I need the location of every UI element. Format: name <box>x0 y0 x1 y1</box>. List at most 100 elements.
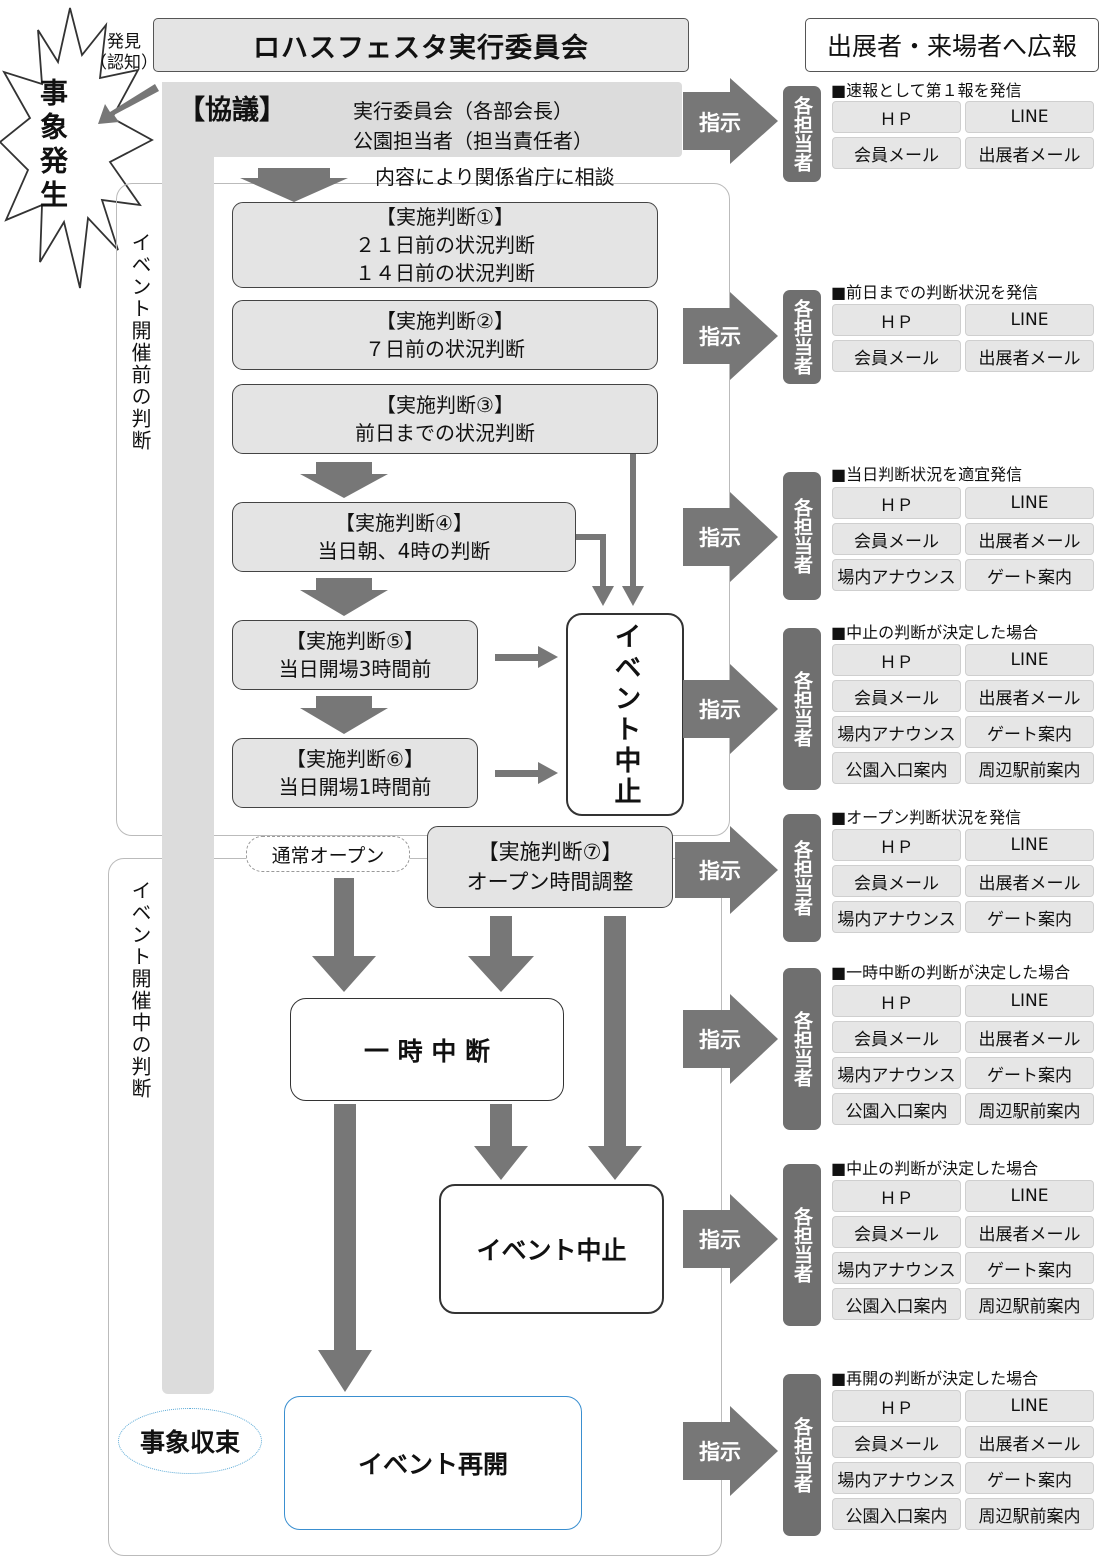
consult-bar <box>162 82 214 1394</box>
judgment-3-title: 【実施判断③】 <box>376 393 514 417</box>
arrow-j5-cancel-head <box>538 646 558 668</box>
judgment-3: 【実施判断③】 前日までの状況判断 <box>232 384 658 454</box>
consult-title: 【協議】 <box>178 95 286 126</box>
s4-hp: ＨＰ <box>832 644 961 676</box>
section-2-title: ■前日までの判断状況を発信 <box>831 283 1039 302</box>
instruct-arrow-3 <box>683 492 778 582</box>
s3-gate: ゲート案内 <box>965 559 1094 591</box>
s7-member-mail: 会員メール <box>832 1216 961 1248</box>
judgment-2: 【実施判断②】 ７日前の状況判断 <box>232 300 658 370</box>
responsible-tab-2-label: 各担当者 <box>791 299 813 375</box>
responsible-tab-2: 各担当者 <box>783 290 821 384</box>
responsible-tab-8-label: 各担当者 <box>791 1417 813 1493</box>
arrow-j6-cancel-shaft <box>495 770 541 777</box>
s5-line: LINE <box>965 829 1094 861</box>
s1-member-mail: 会員メール <box>832 137 961 169</box>
responsible-tab-5-label: 各担当者 <box>791 840 813 916</box>
s3-line: LINE <box>965 487 1094 519</box>
s4-station: 周辺駅前案内 <box>965 752 1094 784</box>
s7-gate: ゲート案内 <box>965 1252 1094 1284</box>
s8-hp: ＨＰ <box>832 1390 961 1422</box>
judgment-3-line1: 前日までの状況判断 <box>355 421 535 445</box>
s5-venue-announce: 場内アナウンス <box>832 901 961 933</box>
responsible-tab-6: 各担当者 <box>783 968 821 1130</box>
s7-venue-announce: 場内アナウンス <box>832 1252 961 1284</box>
s7-hp: ＨＰ <box>832 1180 961 1212</box>
s6-line: LINE <box>965 985 1094 1017</box>
s5-member-mail: 会員メール <box>832 865 961 897</box>
s4-exhibitor-mail: 出展者メール <box>965 680 1094 712</box>
panel-pre-event-label: イベント開催前の判断 <box>128 232 152 452</box>
s1-hp: ＨＰ <box>832 101 961 133</box>
instruct-arrow-4 <box>683 664 778 754</box>
pr-header: 出展者・来場者へ広報 <box>805 18 1099 72</box>
instruct-label-8: 指示 <box>699 1440 741 1464</box>
arrow-j3-cancel-shaft <box>630 454 636 588</box>
s2-member-mail: 会員メール <box>832 340 961 372</box>
s3-venue-announce: 場内アナウンス <box>832 559 961 591</box>
judgment-7-title: 【実施判断⑦】 <box>477 840 623 864</box>
s5-hp: ＨＰ <box>832 829 961 861</box>
judgment-1-line2: １４日前の状況判断 <box>355 261 535 285</box>
arrow-j4-cancel-head <box>592 586 614 606</box>
instruct-arrow-5 <box>675 826 778 914</box>
s4-gate: ゲート案内 <box>965 716 1094 748</box>
consult-block <box>162 82 682 157</box>
instruct-arrow-8 <box>683 1406 778 1496</box>
consult-line1: 実行委員会（各部会長） <box>353 99 573 123</box>
s6-gate: ゲート案内 <box>965 1057 1094 1089</box>
arrow-open-to-pause <box>312 878 376 992</box>
responsible-tab-3-label: 各担当者 <box>791 498 813 574</box>
normal-open-label: 通常オープン <box>246 836 410 872</box>
section-7-title: ■中止の判断が決定した場合 <box>831 1159 1039 1178</box>
s5-gate: ゲート案内 <box>965 901 1094 933</box>
judgment-5: 【実施判断⑤】 当日開場3時間前 <box>232 620 478 690</box>
responsible-tab-4: 各担当者 <box>783 628 821 790</box>
s6-exhibitor-mail: 出展者メール <box>965 1021 1094 1053</box>
s6-park-entrance: 公園入口案内 <box>832 1093 961 1125</box>
judgment-4: 【実施判断④】 当日朝、4時の判断 <box>232 502 576 572</box>
instruct-label-1: 指示 <box>699 111 741 135</box>
s2-line: LINE <box>965 304 1094 336</box>
section-5-title: ■オープン判断状況を発信 <box>831 808 1022 827</box>
section-3-title: ■当日判断状況を適宜発信 <box>831 465 1023 484</box>
s1-exhibitor-mail: 出展者メール <box>965 137 1094 169</box>
arrow-j3-cancel-head <box>622 586 644 606</box>
instruct-arrow-2 <box>683 292 778 380</box>
judgment-2-title: 【実施判断②】 <box>376 309 514 333</box>
instruct-arrow-6 <box>683 994 778 1084</box>
s8-line: LINE <box>965 1390 1094 1422</box>
cancel-vertical-label: イベント中止 <box>609 621 641 808</box>
judgment-6: 【実施判断⑥】 当日開場1時間前 <box>232 738 478 808</box>
judgment-1-title: 【実施判断①】 <box>376 205 514 229</box>
instruct-label-5: 指示 <box>699 859 741 883</box>
resume-box: イベント再開 <box>284 1396 582 1530</box>
arrow-j7-to-cancel <box>588 916 642 1180</box>
instruct-label-2: 指示 <box>699 325 741 349</box>
instruct-arrow-1 <box>683 78 778 164</box>
cancel-box: イベント中止 <box>439 1184 664 1314</box>
s4-line: LINE <box>965 644 1094 676</box>
arrow-j5-cancel-shaft <box>495 654 541 661</box>
judgment-6-line1: 当日開場1時間前 <box>278 775 432 799</box>
judgment-1-line1: ２１日前の状況判断 <box>355 233 535 257</box>
responsible-tab-5: 各担当者 <box>783 814 821 942</box>
s3-hp: ＨＰ <box>832 487 961 519</box>
judgment-4-line1: 当日朝、4時の判断 <box>317 539 491 563</box>
responsible-tab-8: 各担当者 <box>783 1374 821 1536</box>
arrow-pause-to-cancel <box>474 1104 528 1180</box>
arrow-j6-cancel-head <box>538 762 558 784</box>
responsible-tab-6-label: 各担当者 <box>791 1011 813 1087</box>
instruct-label-6: 指示 <box>699 1028 741 1052</box>
discovery-arrow <box>98 84 159 124</box>
s8-gate: ゲート案内 <box>965 1462 1094 1494</box>
arrow-j4-to-j5 <box>300 578 388 616</box>
section-1-title: ■速報として第１報を発信 <box>831 81 1022 100</box>
s6-member-mail: 会員メール <box>832 1021 961 1053</box>
judgment-7-line1: オープン時間調整 <box>466 870 634 894</box>
s3-member-mail: 会員メール <box>832 523 961 555</box>
s8-exhibitor-mail: 出展者メール <box>965 1426 1094 1458</box>
section-6-title: ■一時中断の判断が決定した場合 <box>831 963 1071 982</box>
judgment-5-title: 【実施判断⑤】 <box>286 629 424 653</box>
